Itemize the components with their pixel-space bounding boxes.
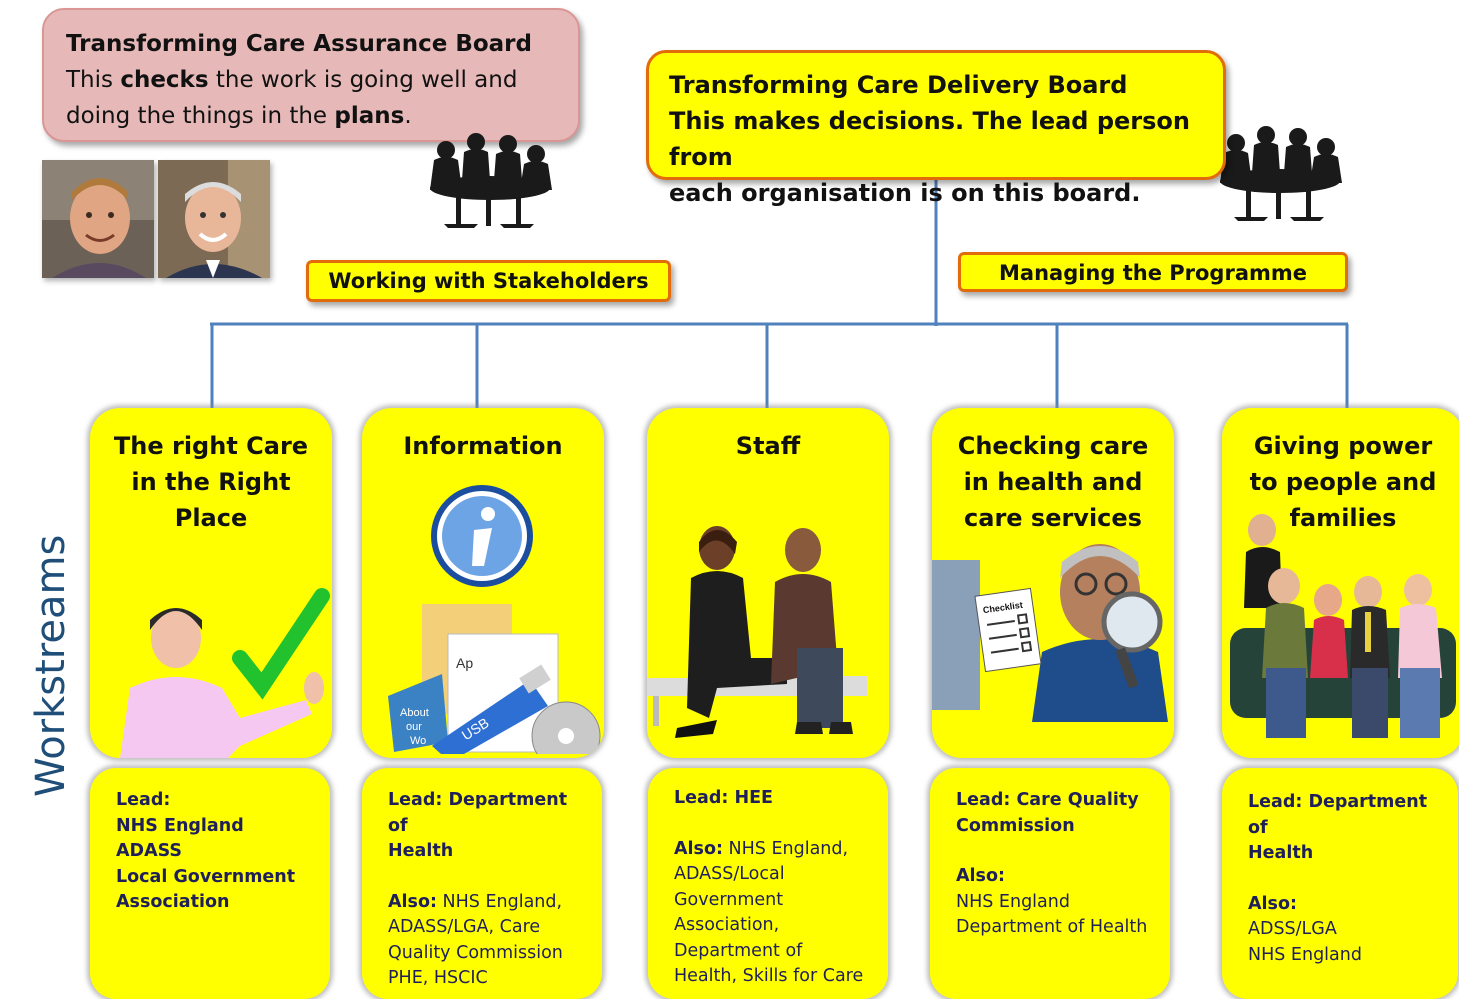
svg-text:Ap: Ap (456, 655, 473, 671)
svg-text:Wo: Wo (410, 735, 426, 747)
assurance-board-line1: This checks the work is going well and (66, 67, 518, 93)
workstream-card-checking-care: Checking care in health and care service… (932, 408, 1174, 758)
workstream-card-information: Information Ap About our Wo USB disc (362, 408, 604, 758)
staff-meeting-icon (647, 526, 867, 738)
workstream-leads-right-care: Lead: NHS England ADASS Local Government… (90, 768, 330, 999)
workstream-title: Checking care in health and care service… (957, 432, 1149, 532)
workstream-title: Information (403, 432, 563, 460)
meeting-icon (1220, 126, 1342, 221)
delivery-board-line1: This makes decisions. The lead person fr… (669, 107, 1190, 171)
workstream-title: Giving power to people and families (1249, 432, 1437, 532)
workstream-leads-staff: Lead: HEE Also: NHS England, ADASS/Local… (648, 768, 888, 999)
svg-text:our: our (406, 721, 422, 733)
assurance-board-box: Transforming Care Assurance Board This c… (42, 8, 580, 142)
workstream-card-staff: Staff (647, 408, 889, 758)
family-group-icon (1230, 514, 1456, 738)
assurance-board-title: Transforming Care Assurance Board (66, 31, 532, 57)
workstream-leads-giving-power: Lead: Department of Health Also: ADSS/LG… (1222, 768, 1458, 999)
information-icon: Ap About our Wo USB disc (388, 485, 601, 754)
workstream-title: Staff (735, 432, 801, 460)
delivery-board-box: Transforming Care Delivery Board This ma… (646, 50, 1226, 207)
delivery-board-line2: each organisation is on this board. (669, 179, 1141, 207)
delivery-board-title: Transforming Care Delivery Board (669, 71, 1128, 99)
workstream-title: The right Care in the Right Place (113, 432, 309, 532)
board-member-photo-2 (158, 160, 270, 278)
person-thumbs-up-icon (120, 588, 330, 758)
svg-text:About: About (400, 707, 429, 719)
stakeholders-tag: Working with Stakeholders (306, 260, 671, 302)
workstreams-label: Workstreams (28, 534, 74, 797)
inspection-magnifier-icon: Checklist (932, 544, 1168, 722)
meeting-icon (430, 133, 552, 228)
workstream-card-right-care: The right Care in the Right Place (90, 408, 332, 758)
board-member-photo-1 (42, 160, 154, 278)
programme-tag: Managing the Programme (958, 252, 1348, 292)
workstream-card-giving-power: Giving power to people and families (1222, 408, 1459, 758)
workstream-leads-information: Lead: Department of Health Also: NHS Eng… (362, 768, 602, 999)
workstream-leads-checking-care: Lead: Care Quality Commission Also: NHS … (930, 768, 1170, 999)
assurance-board-line2: doing the things in the plans. (66, 103, 412, 129)
